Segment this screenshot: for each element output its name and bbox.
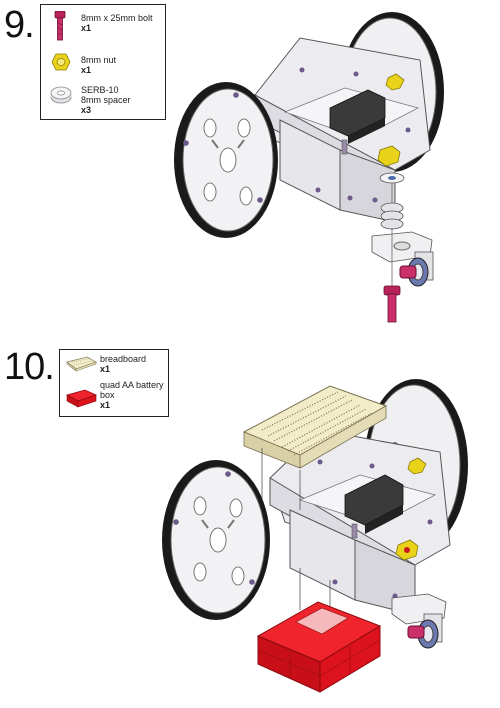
battery-box-part (256, 601, 382, 693)
part-breadboard-label: breadboard x1 (100, 354, 146, 374)
step-9-parts-list: 8mm x 25mm bolt x1 8mm nut x1 SERB-10 8m… (40, 4, 166, 120)
part-battery-name-2: box (100, 390, 115, 400)
part-bolt-qty: x1 (81, 23, 92, 33)
part-spacer-name-1: SERB-10 (81, 85, 119, 95)
part-spacer-label: SERB-10 8mm spacer x3 (81, 85, 131, 115)
part-spacer-name-2: 8mm spacer (81, 95, 131, 105)
step-9-number: 9. (4, 4, 35, 46)
front-wheel-10 (162, 460, 270, 620)
step-10-number: 10. (4, 346, 55, 388)
breadboard-icon (66, 356, 97, 372)
part-nut-qty: x1 (81, 65, 92, 75)
front-wheel (174, 82, 278, 238)
part-breadboard-name: breadboard (100, 354, 147, 364)
nut-icon (51, 53, 71, 71)
part-bolt-name: 8mm x 25mm bolt (81, 13, 153, 23)
part-nut-label: 8mm nut x1 (81, 55, 116, 75)
part-breadboard-qty: x1 (100, 364, 111, 374)
spacer-icon (50, 86, 72, 104)
part-bolt-label: 8mm x 25mm bolt x1 (81, 13, 153, 33)
step-9-robot-illustration (174, 12, 444, 323)
bolt-icon (54, 11, 66, 41)
step-10-parts-list: breadboard x1 quad AA battery box x1 (59, 349, 169, 417)
part-spacer-qty: x3 (81, 105, 92, 115)
part-battery-qty: x1 (100, 400, 111, 410)
part-nut-name: 8mm nut (81, 55, 117, 65)
part-battery-name-1: quad AA battery (100, 380, 164, 390)
part-battery-label: quad AA battery box x1 (100, 380, 164, 410)
battery-box-icon (65, 389, 97, 408)
breadboard-part (242, 385, 388, 469)
